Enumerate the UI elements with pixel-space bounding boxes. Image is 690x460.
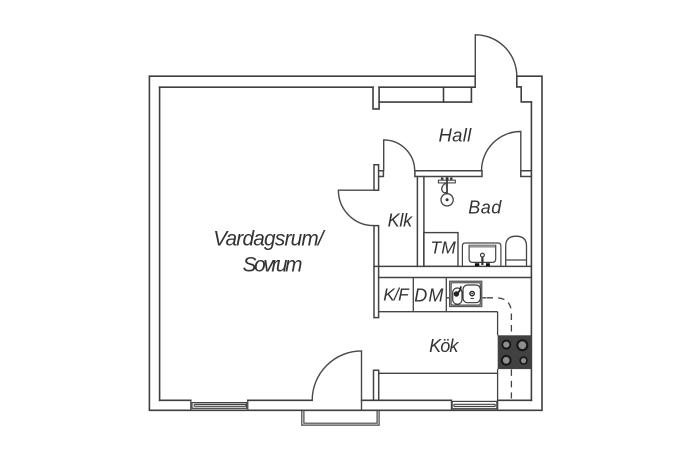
svg-text:Sovrum: Sovrum: [243, 254, 303, 277]
svg-text:TM: TM: [430, 238, 456, 258]
svg-text:Vardagsrum/: Vardagsrum/: [213, 227, 326, 250]
svg-text:Klk: Klk: [388, 210, 414, 230]
svg-text:Hall: Hall: [439, 124, 473, 145]
svg-text:K/F: K/F: [383, 285, 410, 305]
svg-text:Kök: Kök: [429, 336, 459, 356]
svg-text:DM: DM: [414, 286, 443, 306]
svg-text:Bad: Bad: [468, 198, 502, 218]
